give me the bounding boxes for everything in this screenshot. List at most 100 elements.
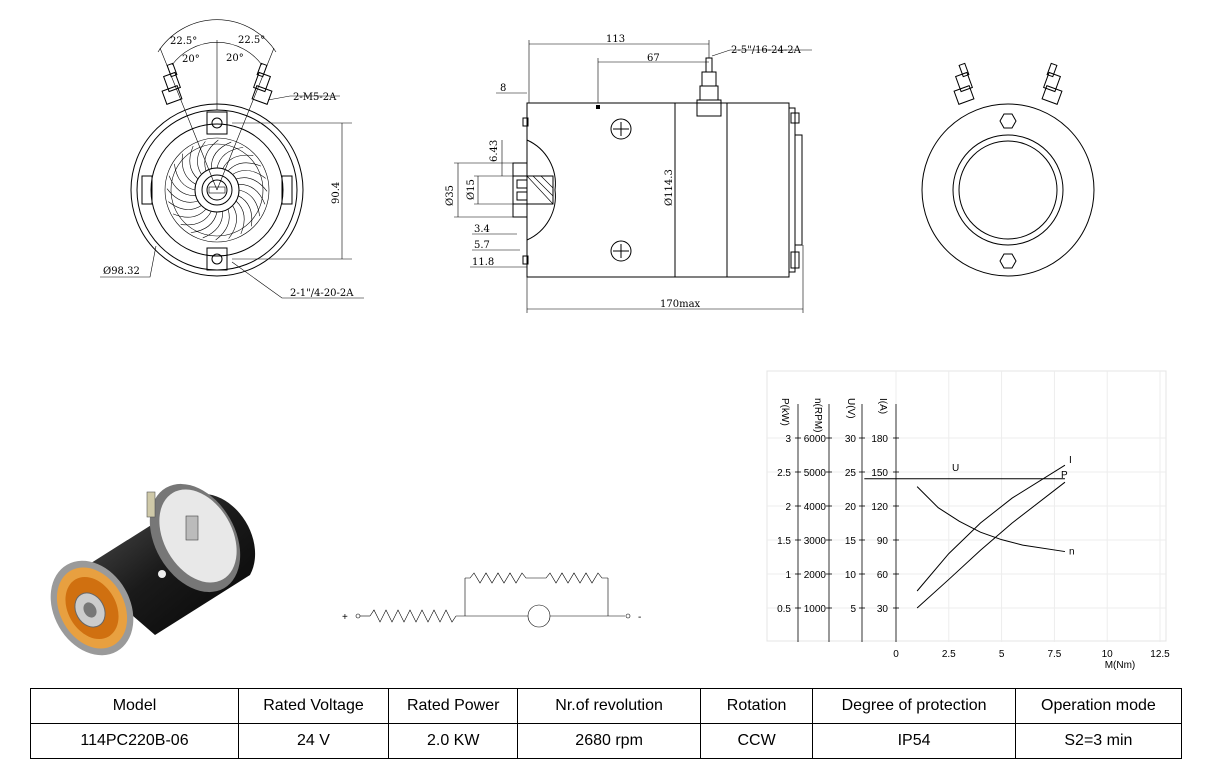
spec-value-cell: 24 V [237, 723, 390, 759]
circuit-diagram: + - [342, 572, 641, 628]
fan-blade [168, 201, 202, 210]
chart-axis-label: I(A) [877, 398, 888, 414]
dim-height: 90.4 [331, 182, 342, 204]
fan-blade [238, 189, 260, 217]
dim-body-dia: Ø114.3 [664, 169, 675, 206]
spec-header-cell: Degree of protection [812, 688, 1016, 724]
chart-axis-label: P(kW) [779, 398, 790, 426]
spec-value-cell: S2=3 min [1014, 723, 1183, 759]
performance-chart: P(kW)0.511.522.53n(RPM)10002000300040005… [766, 370, 1170, 671]
chart-tick-label: 4000 [804, 502, 827, 513]
chart-tick-label: 30 [845, 434, 857, 445]
chart-tick-label: 120 [871, 502, 888, 513]
chart-tick-label: 15 [845, 536, 857, 547]
dim-34: 3.4 [474, 224, 490, 235]
chart-tick-label: 1.5 [777, 536, 791, 547]
dim-angle-left: 22.5° [170, 36, 197, 47]
fan-blade [166, 188, 199, 203]
chart-tick-label: 3 [785, 434, 791, 445]
fan-blade [235, 177, 268, 192]
chart-tick-label: 5000 [804, 468, 827, 479]
chart-axis-label: U(V) [845, 398, 856, 419]
chart-tick-label: 150 [871, 468, 888, 479]
rear-view-drawing [921, 62, 1095, 277]
fan-blade [222, 154, 254, 169]
chart-x-tick-label: 10 [1102, 649, 1114, 660]
chart-tick-label: 25 [845, 468, 857, 479]
circuit-plus: + [342, 612, 348, 623]
dim-terminal: 2-5"/16-24-2A [731, 45, 802, 56]
dim-113: 113 [606, 34, 625, 45]
dim-118: 11.8 [472, 257, 494, 268]
chart-x-tick-label: 0 [893, 649, 899, 660]
fan-blade [232, 170, 266, 179]
chart-tick-label: 3000 [804, 536, 827, 547]
motor-3d-illustration [50, 483, 256, 656]
chart-x-tick-label: 7.5 [1047, 649, 1061, 660]
chart-series-P [916, 481, 1066, 609]
chart-tick-label: 1000 [804, 604, 827, 615]
fan-blade [189, 145, 199, 180]
spec-value-cell: 114PC220B-06 [30, 723, 239, 759]
chart-series-label: P [1061, 470, 1068, 481]
chart-tick-label: 2 [785, 502, 791, 513]
dim-643: 6.43 [489, 140, 500, 162]
chart-series-label: n [1069, 547, 1075, 558]
spec-header-cell: Rated Power [388, 688, 519, 724]
spec-value-cell: IP54 [812, 723, 1016, 759]
fan-blade [235, 200, 245, 235]
side-view-drawing: 113 67 2-5"/16-24-2A 8 Ø35 Ø15 6.43 3.4 … [445, 34, 812, 313]
spec-value-cell: 2.0 KW [388, 723, 519, 759]
fan-blade [202, 211, 223, 239]
dim-67: 67 [647, 53, 660, 64]
fan-blade [172, 208, 207, 218]
spec-header-cell: Nr.of revolution [517, 688, 701, 724]
front-view-drawing: 22.5° 22.5° 20° 20° 2-M5-2A 90.4 Ø98.32 … [100, 19, 364, 299]
dim-total: 170max [660, 299, 701, 310]
chart-x-tick-label: 12.5 [1150, 649, 1170, 660]
fan-blade [215, 208, 230, 241]
spec-header-cell: Operation mode [1014, 688, 1183, 724]
chart-axis-label: n(RPM) [812, 398, 823, 432]
fan-blade [180, 211, 212, 226]
dim-mount: 2-1"/4-20-2A [290, 288, 354, 299]
chart-x-tick-label: 5 [999, 649, 1005, 660]
dim-angle-inner-right: 20° [226, 53, 244, 64]
chart-tick-label: 5 [850, 604, 856, 615]
chart-series-I [916, 464, 1066, 592]
circuit-minus: - [638, 612, 641, 623]
dim-angle-inner-left: 20° [182, 54, 200, 65]
spec-header-cell: Rated Voltage [237, 688, 390, 724]
dim-8: 8 [500, 83, 506, 94]
spec-value-cell: 2680 rpm [517, 723, 701, 759]
fan-blade [197, 141, 206, 175]
chart-tick-label: 2000 [804, 570, 827, 581]
spec-value-cell: CCW [699, 723, 814, 759]
dim-diameter: Ø98.32 [103, 266, 140, 277]
dim-bolt: 2-M5-2A [293, 92, 337, 103]
fan-blade [228, 205, 237, 239]
spec-header-cell: Model [30, 688, 239, 724]
dim-d35: Ø35 [445, 185, 456, 206]
fan-blade [227, 162, 262, 172]
fan-blade [204, 139, 219, 172]
chart-tick-label: 180 [871, 434, 888, 445]
chart-series-n [916, 486, 1066, 553]
chart-tick-label: 6000 [804, 434, 827, 445]
fan-blade [190, 211, 218, 233]
chart-tick-label: 20 [845, 502, 857, 513]
fan-blade [174, 163, 196, 191]
dim-d15: Ø15 [466, 179, 477, 200]
chart-tick-label: 60 [877, 570, 889, 581]
dim-angle-right: 22.5° [238, 35, 265, 46]
chart-tick-label: 90 [877, 536, 889, 547]
chart-series-label: I [1069, 455, 1072, 466]
chart-tick-label: 10 [845, 570, 857, 581]
fan-blade [216, 147, 244, 169]
chart-series-label: U [952, 463, 959, 474]
fan-blade [211, 141, 232, 169]
fan-blade [181, 153, 196, 185]
dim-57: 5.7 [474, 240, 490, 251]
